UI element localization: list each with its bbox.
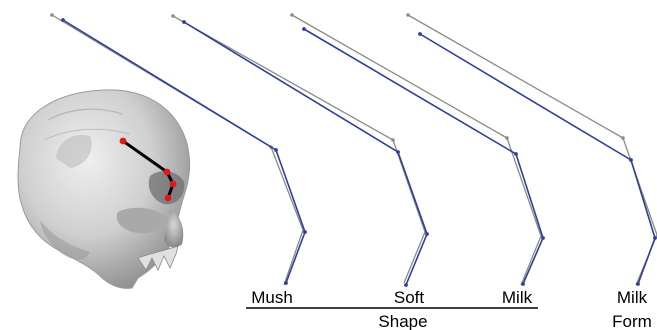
profile-milk-form xyxy=(406,13,657,286)
label-milk: Milk xyxy=(502,288,533,307)
curve-gray xyxy=(408,15,657,285)
group-label-form: Form xyxy=(612,312,652,330)
skull-illustration xyxy=(18,90,190,289)
landmark-point xyxy=(170,181,177,188)
landmark-point xyxy=(165,195,172,202)
curve-blue xyxy=(184,22,427,285)
label-milk-form: Milk xyxy=(617,288,648,307)
landmark-point xyxy=(120,138,127,145)
landmark-point xyxy=(164,169,171,176)
group-label-shape: Shape xyxy=(378,312,427,330)
curve-blue xyxy=(420,34,655,284)
label-soft: Soft xyxy=(394,288,425,307)
labels: Mush Soft Milk Milk Shape Form xyxy=(246,288,652,330)
curve-gray xyxy=(292,15,541,285)
profile-milk xyxy=(290,13,545,286)
curve-blue xyxy=(304,29,543,284)
label-mush: Mush xyxy=(251,288,293,307)
skull-icon xyxy=(18,90,190,289)
